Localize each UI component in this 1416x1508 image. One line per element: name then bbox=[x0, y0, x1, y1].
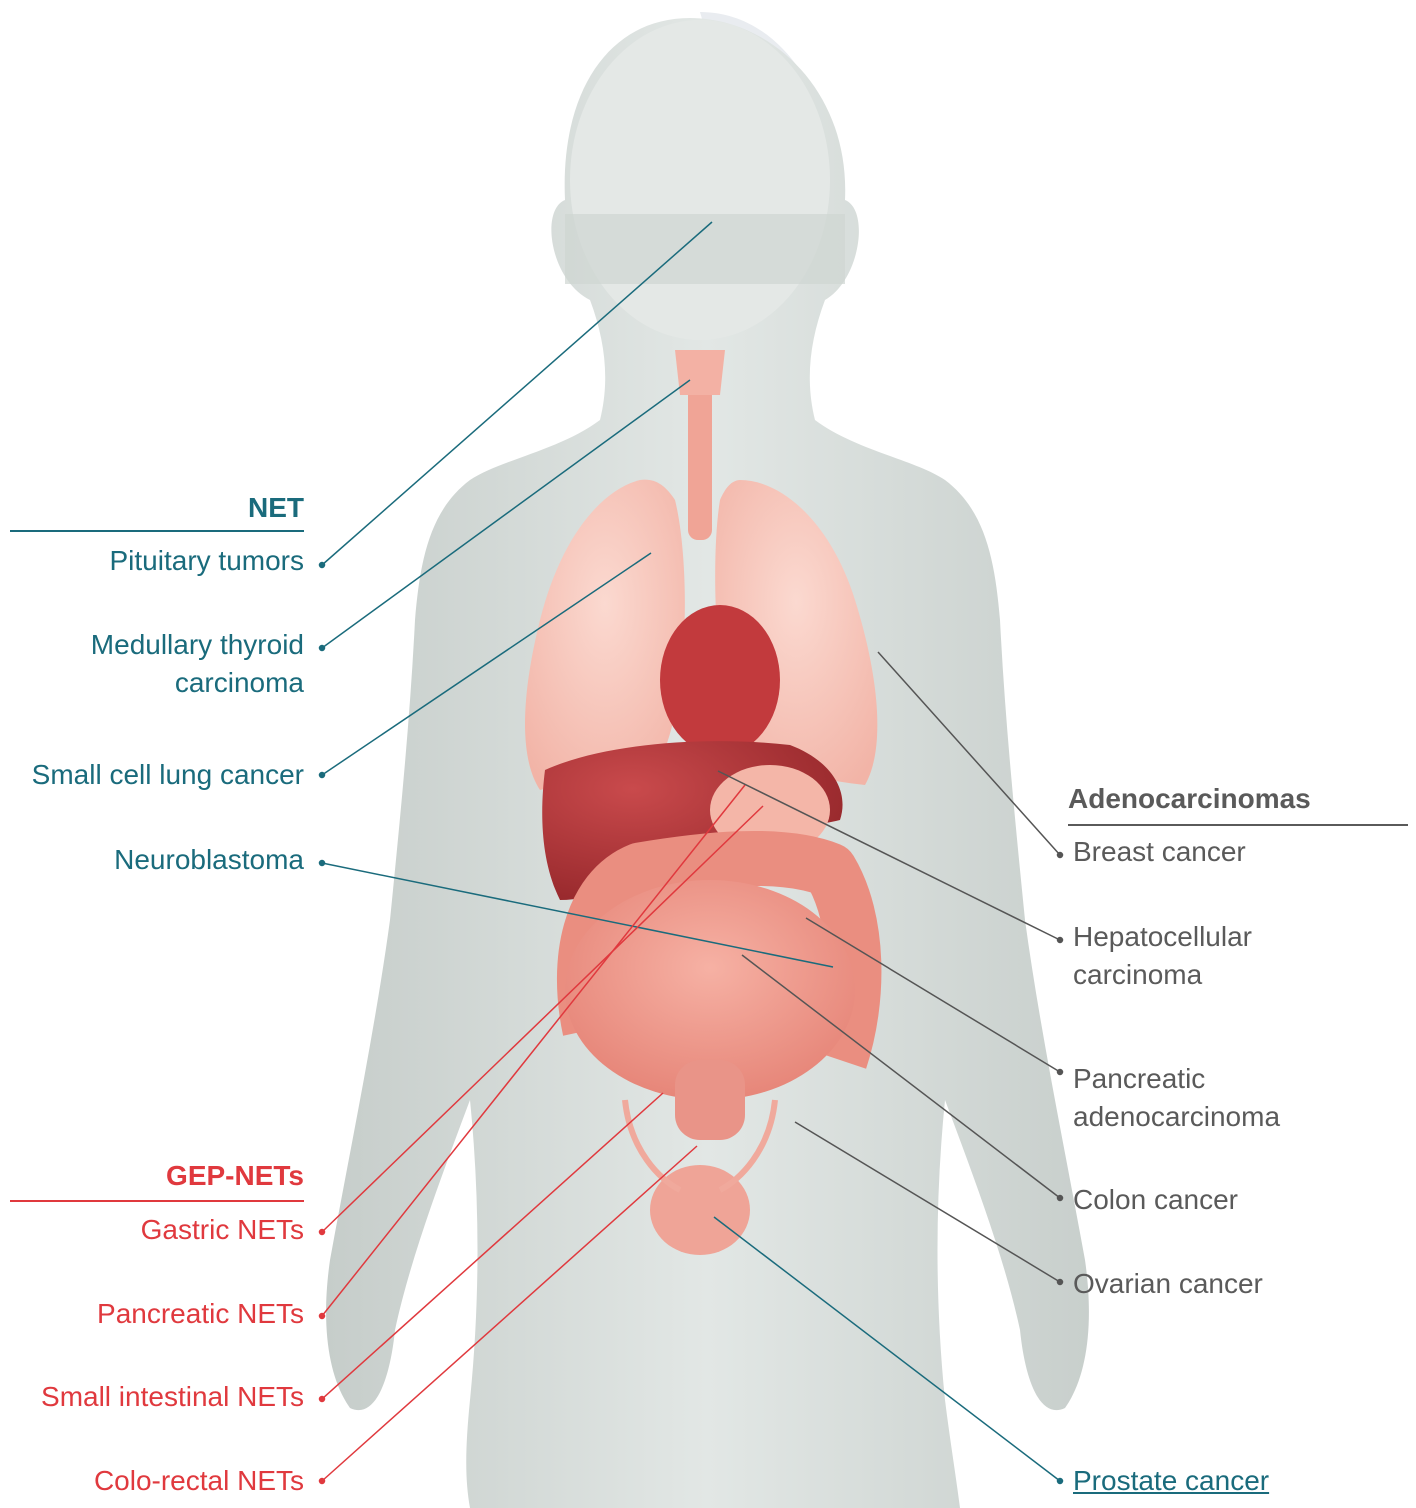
face bbox=[570, 20, 830, 340]
gep-nets-rule bbox=[10, 1200, 304, 1202]
heart bbox=[660, 605, 780, 755]
face-shade bbox=[565, 214, 845, 284]
label-hepatocellular-carcinoma: Hepatocellular carcinoma bbox=[1073, 918, 1283, 994]
label-breast-cancer: Breast cancer bbox=[1073, 833, 1403, 871]
net-heading: NET bbox=[10, 489, 304, 527]
gep-nets-heading: GEP-NETs bbox=[10, 1157, 304, 1195]
label-pituitary-tumors: Pituitary tumors bbox=[0, 542, 304, 580]
adenocarcinomas-rule bbox=[1068, 824, 1408, 826]
label-ovarian-cancer: Ovarian cancer bbox=[1073, 1265, 1403, 1303]
rectum bbox=[675, 1060, 745, 1140]
trachea bbox=[688, 380, 712, 540]
thyroid bbox=[675, 350, 725, 395]
label-colon-cancer: Colon cancer bbox=[1073, 1181, 1403, 1219]
label-gastric-nets: Gastric NETs bbox=[0, 1211, 304, 1249]
label-pancreatic-nets: Pancreatic NETs bbox=[0, 1295, 304, 1333]
adenocarcinomas-heading: Adenocarcinomas bbox=[1068, 780, 1408, 818]
net-rule bbox=[10, 530, 304, 532]
label-small-cell-lung: Small cell lung cancer bbox=[0, 756, 304, 794]
label-medullary-thyroid: Medullary thyroid carcinoma bbox=[20, 626, 304, 702]
label-pancreatic-adenocarcinoma: Pancreatic adenocarcinoma bbox=[1073, 1060, 1313, 1136]
label-neuroblastoma: Neuroblastoma bbox=[0, 841, 304, 879]
label-colo-rectal-nets: Colo-rectal NETs bbox=[0, 1462, 304, 1500]
prostate-cancer-link[interactable]: Prostate cancer bbox=[1073, 1462, 1403, 1500]
label-small-intestinal-nets: Small intestinal NETs bbox=[0, 1378, 304, 1416]
